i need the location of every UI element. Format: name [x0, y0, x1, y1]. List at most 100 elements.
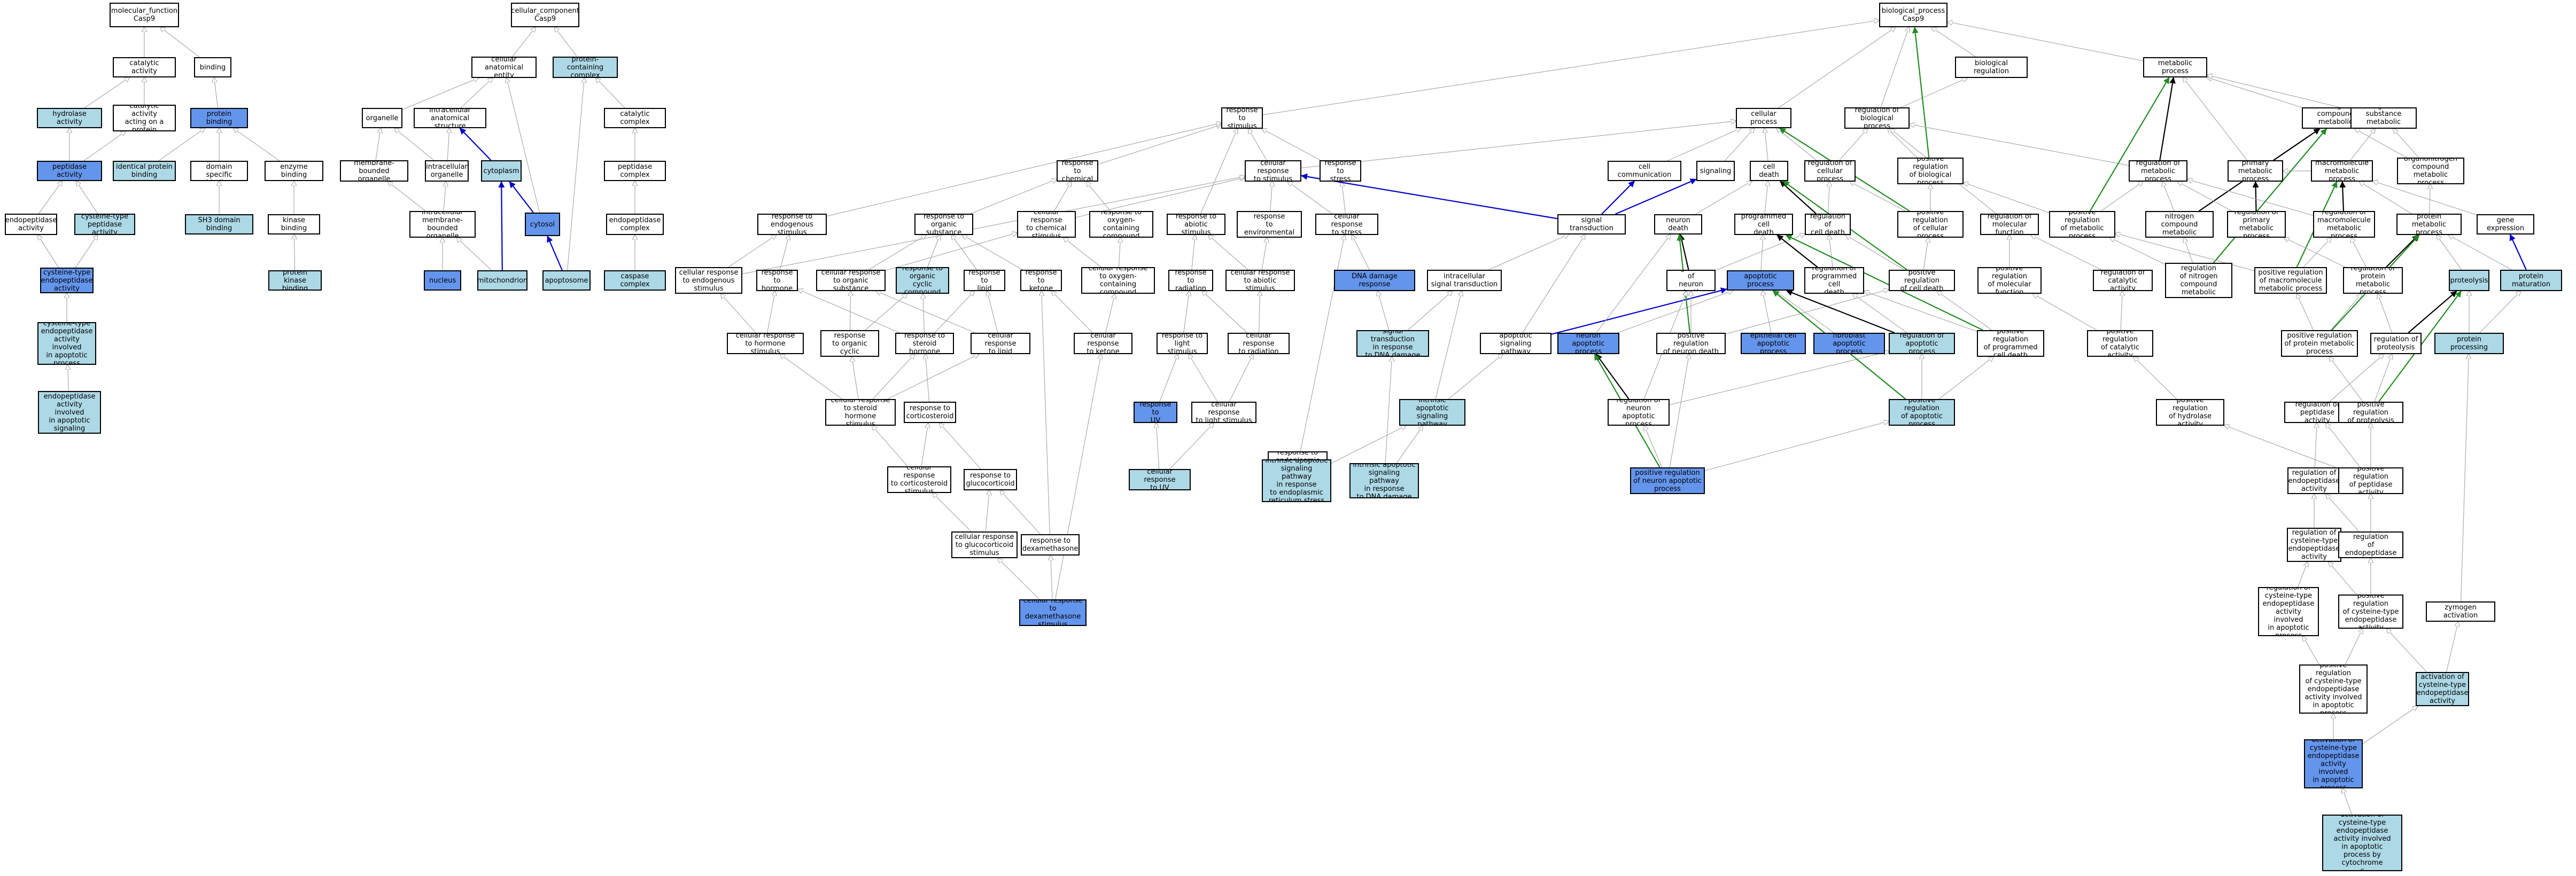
go-term-pcc: protein-containing complex — [553, 57, 618, 78]
edge-crgluco-to-crcortico — [933, 493, 972, 532]
go-term-rnd: regulation of neuron death — [1666, 270, 1716, 291]
go-term-breg: biological regulation — [1955, 57, 2028, 78]
go-term-crketone: cellular response to ketone — [1074, 333, 1132, 354]
go-term-crlipid: cellular response to lipid — [971, 333, 1030, 354]
go-term-crrad: cellular response to radiation — [1228, 333, 1290, 354]
edge-crsteroid-to-crhorm — [780, 354, 842, 400]
edge-catcomplex-to-pcc — [596, 78, 625, 108]
edge-crketone-to-rketone — [1052, 291, 1093, 333]
edge-rapo-to-apoproc — [1786, 290, 1895, 334]
edge-rrad-to-rabio — [1191, 235, 1195, 270]
go-term-nucleus: nucleus — [424, 270, 461, 291]
go-term-prhydro: positive regulation of hydrolase activit… — [2156, 399, 2224, 426]
go-term-rketone: response to ketone — [1020, 270, 1062, 291]
edge-sigdna-to-intrasig — [1407, 291, 1452, 331]
edge-rsteroid-to-rlipid — [934, 291, 974, 333]
edge-cros-to-ros — [868, 235, 926, 270]
go-term-catcomplex: catalytic complex — [604, 108, 666, 128]
go-term-primmet: primary metabolic process — [2228, 160, 2283, 182]
edge-rpcd-to-rcd — [1829, 235, 1833, 268]
edge-rhorm-to-rendo — [779, 235, 789, 270]
go-term-catprot: catalytic activity acting on a protein — [113, 105, 176, 131]
edge-crchem-to-rchem — [1053, 182, 1072, 212]
edge-rpeptact-to-rproteo — [2329, 354, 2384, 402]
go-term-orgnitro: organonitrogen compound metabolic proces… — [2397, 158, 2464, 184]
go-term-rendoact: regulation of endopeptidase activity — [2287, 467, 2341, 494]
edge-crenv-to-crstim — [1270, 182, 1273, 212]
go-term-prcp: positive regulation of cellular process — [1897, 211, 1964, 238]
edge-rbp-to-breg — [1900, 78, 1967, 108]
edge-rketone-to-ros — [963, 235, 1023, 270]
go-term-rpmetp: regulation of protein metabolic process — [2343, 267, 2403, 294]
edge-actcystcyto-to-actcystapo — [2342, 788, 2353, 815]
edge-crstim-to-rstim — [1248, 129, 1267, 161]
edge-prapo-to-prpcd — [1938, 357, 1993, 400]
go-term-epiapo: epithelial cell apoptotic process — [1741, 333, 1806, 354]
go-term-prmp: positive regulation of metabolic process — [2049, 211, 2115, 238]
edge-protmet-to-orgnitro — [2430, 184, 2431, 214]
edge-protmet-to-macromet — [2360, 182, 2412, 214]
go-term-pept: peptidase activity — [37, 161, 102, 181]
go-term-cros: cellular response to organic substance — [816, 270, 886, 291]
edge-rmmp-to-macromet — [2339, 181, 2346, 212]
go-term-organelle: organelle — [362, 108, 402, 128]
edge-signaling-to-cproc — [1724, 128, 1754, 161]
edge-intraer-to-intraaposig — [1331, 426, 1406, 464]
go-term-prnd: positive regulation of neuron death — [1656, 333, 1726, 354]
edge-rocc-to-ros — [927, 235, 940, 268]
edge-rmmp-to-rmetp — [2187, 179, 2314, 216]
edge-enzbind-to-protbind — [234, 128, 280, 161]
edge-metproc-to-bp — [1947, 22, 2144, 61]
edge-mbo-to-organelle — [375, 128, 381, 161]
go-term-mf: molecular_function Casp9 — [110, 3, 179, 27]
edge-crcortico-to-crsteroid — [872, 426, 908, 467]
edge-crlipid-to-cros — [876, 291, 975, 333]
go-term-rocc: response to organic cyclic compound — [896, 267, 949, 294]
edge-sigtrans-to-signaling — [1615, 178, 1697, 215]
edge-prmmp-to-rmmp — [2303, 238, 2331, 268]
go-term-fibroapo: fibroblast apoptotic process — [1813, 333, 1885, 354]
go-term-cystendo: cysteine-type endopeptidase activity — [40, 268, 94, 293]
go-term-rcd: regulation of cell death — [1805, 214, 1851, 235]
edge-binding-to-mf — [160, 27, 200, 58]
go-term-neuronapo: neuron apoptotic process — [1557, 333, 1619, 354]
go-term-io: intracellular organelle — [425, 160, 469, 182]
edge-crdexa-to-crketone — [1055, 354, 1101, 600]
edge-crhorm-to-crendo — [720, 294, 756, 333]
go-term-protproc: protein processing — [2434, 333, 2504, 354]
edge-crdexa-to-crgluco — [998, 558, 1040, 600]
go-term-cystpept: cysteine-type peptidase activity — [74, 214, 135, 235]
edge-rcp-to-cproc — [1776, 128, 1817, 161]
edge-rcp-to-rbp — [1839, 129, 1867, 161]
edge-geneexp-to-macromet — [2373, 181, 2477, 215]
edge-croxy-to-crchem — [1064, 238, 1101, 268]
edge-rbp-to-bp — [1880, 27, 1909, 108]
go-term-rapo: regulation of apoptotic process — [1889, 333, 1955, 354]
go-term-celldeath: cell death — [1750, 161, 1788, 181]
edge-rproteo-to-rpmetp — [2378, 294, 2393, 333]
go-term-cystendosig: cysteine-type endopeptidase activity inv… — [38, 391, 101, 434]
edge-cystendo-to-cystpept — [75, 235, 97, 268]
edge-cytosol-to-cae — [507, 78, 540, 213]
edge-epiapo-to-apoproc — [1763, 291, 1772, 333]
edge-crstress-to-crstim — [1288, 182, 1332, 214]
edge-neuronapo-to-apoproc — [1617, 291, 1733, 333]
go-term-prcystendo: positive regulation of cysteine-type end… — [2338, 595, 2403, 629]
edge-intraaposig-to-intrasig — [1435, 291, 1462, 400]
go-term-rrad: response to radiation — [1168, 270, 1213, 291]
edge-prcd-to-rcd — [1846, 235, 1904, 270]
edge-sigtrans-to-crstim — [1301, 173, 1558, 220]
edge-breg-to-bp — [1931, 27, 1976, 57]
go-term-rchem: response to chemical — [1057, 160, 1098, 182]
edge-io-to-organelle — [394, 128, 434, 161]
go-term-rabio: response to abiotic stimulus — [1167, 214, 1225, 235]
edge-prcp-to-rcp — [1850, 182, 1906, 212]
edge-crocc-to-rocc — [865, 294, 907, 331]
go-term-ias: intracellular anatomical structure — [414, 108, 486, 128]
edge-rcortico-to-rsteroid — [926, 354, 930, 402]
edge-neurondeath-to-celldeath — [1695, 181, 1751, 215]
edge-rpmp-to-primmet — [2252, 181, 2259, 212]
go-term-pkbind: protein kinase binding — [268, 270, 322, 291]
edge-hydro-to-cat — [84, 77, 129, 108]
